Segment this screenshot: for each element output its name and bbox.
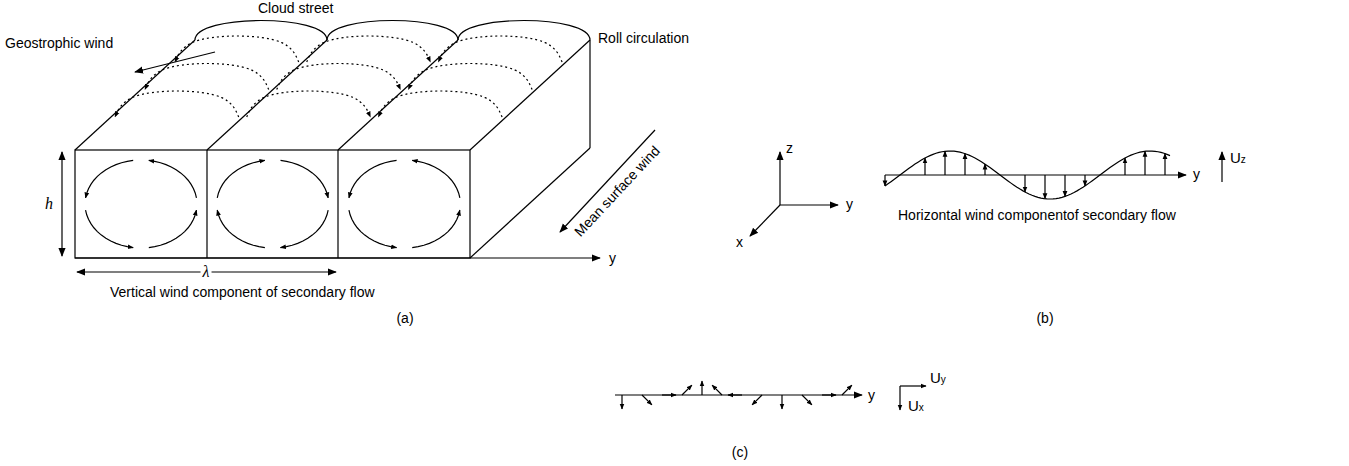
vector-arrow bbox=[822, 394, 836, 395]
y-axis-line bbox=[75, 257, 600, 258]
wave-arrow bbox=[1064, 175, 1065, 196]
dotted-circulation bbox=[378, 91, 502, 117]
vector-arrow bbox=[781, 395, 782, 409]
vector-arrow bbox=[662, 394, 676, 395]
uy-axis bbox=[900, 385, 926, 386]
dotted-circulation bbox=[247, 91, 371, 117]
dotted-circulation bbox=[277, 64, 401, 90]
x-axis bbox=[750, 205, 780, 236]
wave-arrow bbox=[1024, 175, 1025, 192]
panel-caption: Vertical wind component of secondary flo… bbox=[110, 284, 375, 300]
vector-arrow bbox=[682, 385, 692, 395]
roll-edge bbox=[470, 148, 590, 258]
wave-arrow bbox=[984, 164, 985, 175]
wave-arrow bbox=[944, 151, 945, 175]
dimension-label: λ bbox=[201, 264, 212, 280]
circulation-arc bbox=[281, 210, 329, 247]
axis-label: y bbox=[868, 387, 875, 403]
vector-arrow bbox=[701, 381, 702, 395]
circulation-arc bbox=[349, 160, 397, 197]
vector-arrow bbox=[712, 385, 722, 395]
axis-label: Uz bbox=[1230, 150, 1246, 168]
vector-arrow bbox=[752, 395, 762, 405]
c-baseline bbox=[615, 394, 862, 395]
part-label: Cloud street bbox=[258, 0, 333, 16]
roll-edge bbox=[470, 40, 590, 150]
panel-tag: (a) bbox=[396, 310, 413, 326]
panel-tag: (c) bbox=[732, 444, 748, 460]
roll-edge bbox=[589, 40, 590, 148]
uz-axis bbox=[1221, 152, 1222, 182]
axis-label: Ux bbox=[908, 398, 924, 416]
circulation-arc bbox=[412, 160, 460, 197]
axis-label: z bbox=[786, 140, 793, 156]
circulation-arc bbox=[217, 160, 265, 197]
roll-arch bbox=[195, 21, 327, 41]
dotted-circulation bbox=[175, 36, 299, 62]
wind-label: Mean surface wind bbox=[571, 143, 663, 240]
dimension-label: h bbox=[45, 196, 53, 212]
cell-divider bbox=[206, 150, 207, 258]
axis-label: x bbox=[736, 234, 743, 250]
dotted-circulation bbox=[115, 91, 239, 117]
panel-caption: Horizontal wind componentof secondary fl… bbox=[898, 207, 1176, 223]
surface-wind-arrow bbox=[560, 130, 655, 232]
b-baseline bbox=[885, 174, 1186, 175]
wave-arrow bbox=[884, 175, 885, 186]
roll-arch bbox=[458, 21, 590, 41]
circulation-arc bbox=[217, 210, 265, 247]
geostrophic-arrow bbox=[135, 52, 215, 72]
part-label: Roll circulation bbox=[598, 30, 689, 46]
y-axis bbox=[780, 204, 838, 205]
wave-arrow bbox=[1084, 175, 1085, 186]
cell-divider bbox=[337, 150, 338, 258]
dotted-circulation bbox=[408, 64, 532, 90]
roll-edge bbox=[338, 40, 458, 150]
front-face bbox=[75, 150, 470, 258]
dotted-circulation bbox=[438, 36, 562, 62]
vector-arrow bbox=[621, 395, 622, 409]
vector-arrow bbox=[842, 385, 852, 395]
circulation-arc bbox=[349, 210, 397, 247]
wave-arrow bbox=[1144, 151, 1145, 175]
axis-label: y bbox=[846, 196, 853, 212]
wave-arrow bbox=[924, 158, 925, 175]
wave-curve bbox=[885, 151, 1170, 199]
axis-label: Uy bbox=[930, 370, 946, 388]
wave-arrow bbox=[964, 154, 965, 175]
circulation-arc bbox=[149, 160, 197, 197]
wind-label: Geostrophic wind bbox=[5, 35, 113, 51]
axis-label: y bbox=[1193, 166, 1200, 182]
height-dimension bbox=[61, 152, 62, 256]
roll-edge bbox=[75, 40, 195, 150]
wave-arrow bbox=[1044, 175, 1045, 199]
dotted-circulation bbox=[307, 36, 431, 62]
ux-axis bbox=[899, 386, 900, 410]
circulation-arc bbox=[412, 210, 460, 247]
circulation-arc bbox=[86, 210, 134, 247]
vector-arrow bbox=[728, 394, 742, 395]
panel-tag: (b) bbox=[1036, 310, 1053, 326]
circulation-arc bbox=[281, 160, 329, 197]
dotted-circulation bbox=[145, 64, 269, 90]
wave-arrow bbox=[1164, 154, 1165, 175]
vector-arrow bbox=[642, 395, 652, 405]
axes bbox=[615, 152, 1222, 410]
wave-arrow bbox=[1124, 158, 1125, 175]
circulation-arc bbox=[149, 210, 197, 247]
z-axis bbox=[779, 152, 780, 205]
vector-arrow bbox=[802, 395, 812, 405]
roll-box bbox=[62, 21, 655, 273]
circulation-arc bbox=[86, 160, 134, 197]
axis-label: y bbox=[609, 250, 616, 266]
